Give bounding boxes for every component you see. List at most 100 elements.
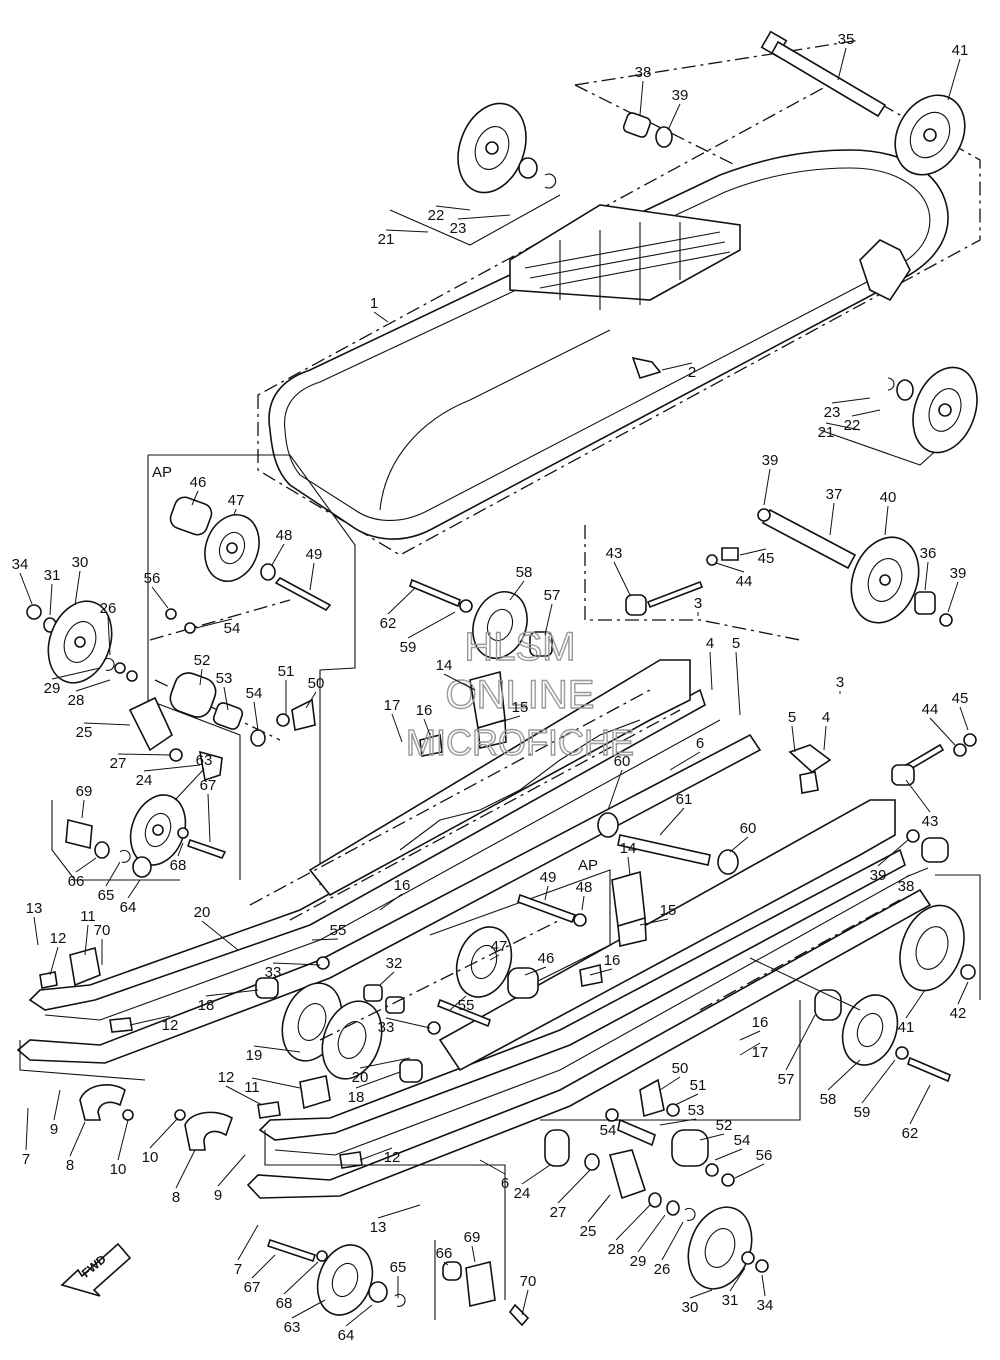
callout-leader-31 <box>49 583 53 616</box>
callout-42: 42 <box>950 1005 967 1022</box>
callout-leader-24 <box>143 764 201 772</box>
callout-leader-24 <box>521 1164 551 1185</box>
callout-leader-46 <box>191 490 199 506</box>
callout-leader-11 <box>251 1077 301 1089</box>
callout-18: 18 <box>348 1089 365 1106</box>
callout-26: 26 <box>654 1261 671 1278</box>
callout-16: 16 <box>394 877 411 894</box>
callout-leader-26 <box>661 1221 684 1261</box>
callout-leader-22 <box>851 409 881 417</box>
callout-leader-63 <box>291 1299 326 1319</box>
callout-leader-49 <box>309 562 315 591</box>
wheel-41-top <box>894 94 966 176</box>
callout-5: 5 <box>732 635 740 652</box>
callout-leader-66 <box>75 857 97 873</box>
callout-58: 58 <box>516 564 533 581</box>
callout-61: 61 <box>676 791 693 808</box>
callout-leader-45 <box>959 706 969 731</box>
callout-7: 7 <box>234 1261 242 1278</box>
callout-13: 13 <box>370 1219 387 1236</box>
callout-12: 12 <box>50 930 67 947</box>
callout-53: 53 <box>216 670 233 687</box>
callout-leader-22 <box>435 205 471 211</box>
callout-56: 56 <box>756 1147 773 1164</box>
callout-65: 65 <box>98 887 115 904</box>
callout-leader-16 <box>423 718 431 736</box>
fwd-arrow-icon: FWD <box>60 1242 132 1297</box>
callout-64: 64 <box>338 1327 355 1344</box>
callout-6: 6 <box>501 1175 509 1192</box>
callout-10: 10 <box>110 1161 127 1178</box>
callout-18: 18 <box>198 997 215 1014</box>
callout-39: 39 <box>950 565 967 582</box>
callout-leader-18 <box>355 1071 401 1089</box>
right-lower-parts <box>749 874 981 1083</box>
callout-leader-64 <box>127 879 141 899</box>
callout-59: 59 <box>854 1104 871 1121</box>
callout-13: 13 <box>26 900 43 917</box>
callout-23: 23 <box>450 220 467 237</box>
callout-leader-18 <box>205 989 259 997</box>
callout-62: 62 <box>902 1125 919 1142</box>
callout-leader-30 <box>689 1289 713 1299</box>
callout-leader-17 <box>739 1042 761 1056</box>
callout-69: 69 <box>464 1229 481 1246</box>
callout-leader-33 <box>385 1017 431 1029</box>
callout-leader-34 <box>19 572 33 605</box>
callout-49: 49 <box>540 869 557 886</box>
callout-15: 15 <box>512 699 529 716</box>
callout-leader-44 <box>929 717 956 746</box>
rail-lower-parts <box>605 1078 735 1187</box>
callout-leader-5 <box>735 651 741 716</box>
callout-3: 3 <box>836 674 844 691</box>
callout-21: 21 <box>818 424 835 441</box>
callout-leader-60 <box>607 769 623 811</box>
callout-52: 52 <box>194 652 211 669</box>
callout-leader-69 <box>81 799 85 819</box>
callout-37: 37 <box>826 486 843 503</box>
callout-54: 54 <box>224 620 241 637</box>
callout-12: 12 <box>384 1149 401 1166</box>
callout-41: 41 <box>952 42 969 59</box>
callout-leader-5 <box>791 725 796 753</box>
callout-leader-55 <box>311 938 339 941</box>
callout-7: 7 <box>22 1151 30 1168</box>
callout-8: 8 <box>172 1189 180 1206</box>
center-mid-parts <box>409 578 553 757</box>
callout-leader-56 <box>734 1163 765 1179</box>
callout-leader-67 <box>207 793 211 843</box>
callout-51: 51 <box>690 1077 707 1094</box>
left-side-parts <box>26 600 227 881</box>
callout-leader-68 <box>177 842 184 857</box>
callout-4: 4 <box>706 635 714 652</box>
callout-58: 58 <box>820 1091 837 1108</box>
callout-29: 29 <box>44 680 61 697</box>
callout-leader-15 <box>499 715 521 723</box>
callout-32: 32 <box>386 955 403 972</box>
callout-68: 68 <box>170 857 187 874</box>
callout-28: 28 <box>608 1241 625 1258</box>
callout-leader-57 <box>785 1014 816 1071</box>
callout-57: 57 <box>544 587 561 604</box>
callout-11: 11 <box>244 1079 260 1096</box>
idler-wheel-21-top <box>389 102 561 246</box>
callout-leader-40 <box>884 505 889 536</box>
callout-leader-6 <box>479 1159 506 1175</box>
callout-leader-62 <box>909 1084 931 1125</box>
callout-46: 46 <box>190 474 207 491</box>
callout-leader-20 <box>201 920 239 951</box>
callout-leader-53 <box>659 1118 697 1126</box>
callout-leader-17 <box>391 713 403 743</box>
callout-leader-46 <box>524 966 547 976</box>
callout-31: 31 <box>44 567 61 584</box>
callout-leader-21 <box>825 422 861 431</box>
callout-20: 20 <box>194 904 211 921</box>
callout-46: 46 <box>538 950 555 967</box>
callout-leader-29 <box>51 667 101 680</box>
callout-67: 67 <box>200 777 217 794</box>
callout-39: 39 <box>870 867 887 884</box>
callout-38: 38 <box>635 64 652 81</box>
callout-25: 25 <box>580 1223 597 1240</box>
callout-44: 44 <box>736 573 753 590</box>
